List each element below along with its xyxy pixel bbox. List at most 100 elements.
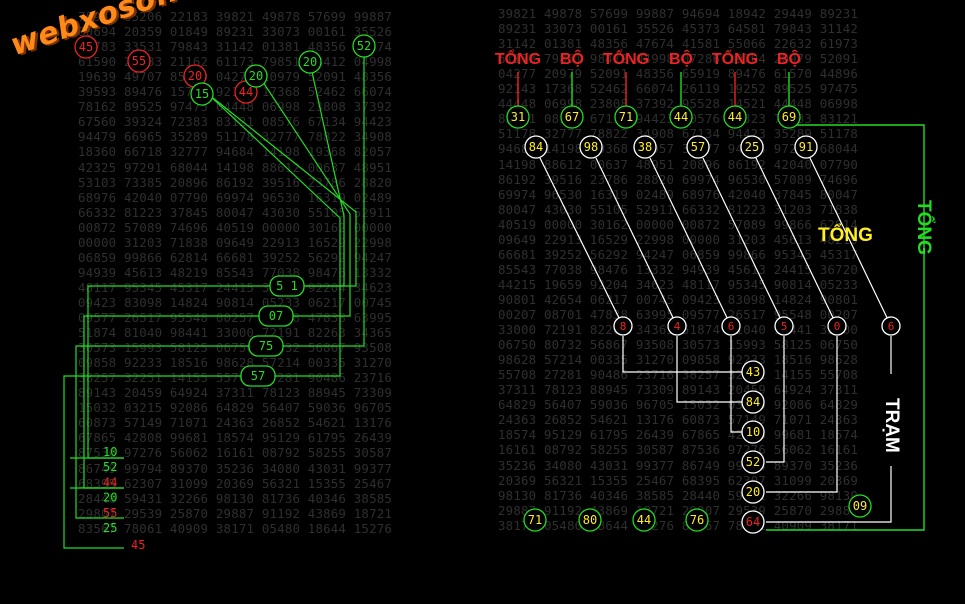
svg-text:71: 71 [619,110,633,124]
svg-text:44: 44 [637,513,651,527]
grid-row: 09858 92233 18516 98628 57214 00335 3127… [78,355,393,371]
red-dot-marker: 5 [774,316,794,336]
svg-text:75: 75 [259,339,273,353]
grid-row: 00872 57089 74696 40519 00000 30162 0000… [78,219,393,235]
label-tram: TRẠM [881,398,902,453]
top-circle-marker: 44 [669,105,693,129]
bottom-circle-marker: 44 [632,508,656,532]
svg-text:84: 84 [746,395,760,409]
svg-text:15: 15 [195,87,209,101]
top-circle-marker: 71 [614,105,638,129]
svg-text:80: 80 [583,513,597,527]
grid-row: 09649 22913 16529 22998 00000 31203 4561… [498,231,859,247]
grid-row: 16161 08792 58255 30587 87536 97276 5606… [498,442,859,458]
green-circle-marker: 15 [190,82,214,106]
red-dot-marker: 6 [881,316,901,336]
bottom-list-item: 55 [103,506,117,520]
connector-20b [306,62,345,287]
yellow-list-marker: 20 [741,480,765,504]
grid-row: 40519 00000 30162 00000 00872 57089 9986… [498,216,859,232]
svg-text:57: 57 [251,369,265,383]
grid-row: 98628 57214 00335 31270 09858 92233 1851… [498,352,859,368]
svg-text:71: 71 [528,513,542,527]
svg-text:0: 0 [834,320,841,333]
diag-84 [539,157,624,327]
grid-row: 44215 19659 92204 34623 48117 95345 9081… [498,276,859,292]
red-dot-marker: 4 [667,316,687,336]
top-circle-marker: 67 [560,105,584,129]
diag-57 [702,157,785,327]
white-circle-marker: 91 [794,135,818,159]
connector-20a [258,75,351,317]
svg-text:20: 20 [746,485,760,499]
white-circle-marker: 25 [740,135,764,159]
diag-38 [649,157,732,327]
label-tong-yellow: TỔNG [818,224,873,246]
top-label: TỔNG [495,49,541,68]
diag-91 [809,157,892,327]
grid-row: 94939 45613 48219 85543 77038 98476 1333… [78,264,393,280]
green-circle-marker: 20 [244,64,268,88]
pill-marker: 75 [248,335,284,357]
svg-text:8: 8 [620,320,627,333]
pill-marker: 07 [258,305,294,327]
svg-text:20: 20 [303,55,317,69]
grid-row: 00000 31203 71838 09649 22913 16529 2299… [78,234,393,250]
grid-row: 94479 66965 35289 51178 32777 78822 3490… [78,129,393,145]
label-tong-green: TỔNG [913,200,935,255]
right-panel: 39821 49878 57699 99887 94694 18942 2944… [490,0,965,604]
svg-text:09: 09 [853,499,867,513]
svg-text:20: 20 [249,69,263,83]
grid-row: 53103 73385 20896 86192 39516 23786 2882… [78,174,393,190]
svg-text:45: 45 [79,40,93,54]
grid-row: 69974 96530 16319 02489 68976 42040 3784… [498,186,859,202]
grid-row: 04277 20979 52091 48356 65919 89476 6157… [498,66,859,82]
svg-text:20: 20 [188,69,202,83]
link-0 [766,336,838,493]
top-label: TỔNG [712,49,758,68]
grid-row: 14198 88612 00637 48951 20896 86192 4204… [498,156,859,172]
grid-row: 83567 78061 40909 38171 05480 18644 1527… [78,520,393,536]
top-label: BỘ [669,49,693,68]
grid-row: 28440 59431 32266 98130 81736 40346 3858… [78,490,393,506]
green-frame [766,124,925,531]
yellow-list-marker: 84 [741,390,765,414]
grid-row: 60873 57149 71071 24363 26852 54621 1317… [78,415,393,431]
top-circle-marker: 44 [723,105,747,129]
grid-row: 20369 56321 15355 25467 68395 62307 3109… [498,472,859,488]
connector-52 [278,48,365,347]
grid-row: 85543 77038 98476 13332 94939 45613 2441… [498,261,859,277]
svg-text:91: 91 [799,140,813,154]
svg-text:5 1: 5 1 [276,279,298,293]
grid-row: 24363 26852 54621 13176 60873 57149 7107… [498,412,859,428]
svg-text:07: 07 [269,309,283,323]
grid-row: 66332 81223 37845 80047 43030 55105 5291… [78,204,393,220]
link-4 [676,336,742,403]
bottom-circle-marker: 71 [523,508,547,532]
grid-row: 64829 56407 59036 96705 15032 03215 9208… [498,397,859,413]
yellow-list-marker: 43 [741,360,765,384]
svg-text:10: 10 [746,425,760,439]
bottom-list-item: 52 [103,460,117,474]
pill-marker: 5 1 [269,275,305,297]
yellow-list-marker: 10 [741,420,765,444]
top-circle-marker: 69 [777,105,801,129]
grid-row: 39821 49878 57699 99887 94694 18942 2944… [498,6,859,21]
top-label: TỔNG [603,49,649,68]
svg-text:98: 98 [584,140,598,154]
grid-row: 19639 49707 85889 04277 20979 52091 4835… [78,69,393,85]
grid-row: 35236 34080 43031 99377 86749 99794 8937… [498,457,859,473]
grid-row: 06750 80732 56867 93508 30573 15993 5812… [498,337,859,353]
connector-pill-57 [63,375,246,549]
link-8 [622,336,742,373]
svg-text:52: 52 [357,39,371,53]
green-circle-marker: 20 [298,50,322,74]
grid-row: 51874 81040 98441 33000 72191 82263 3436… [78,325,393,341]
bottom-list-item: 25 [103,521,117,535]
side-circle-marker: 09 [848,494,872,518]
grid-row: 29807 29539 25870 29887 91192 43869 1872… [78,505,393,521]
grid-row: 00207 08701 47838 63995 09577 26517 9554… [498,307,859,322]
extra-label: 45 [131,538,145,552]
